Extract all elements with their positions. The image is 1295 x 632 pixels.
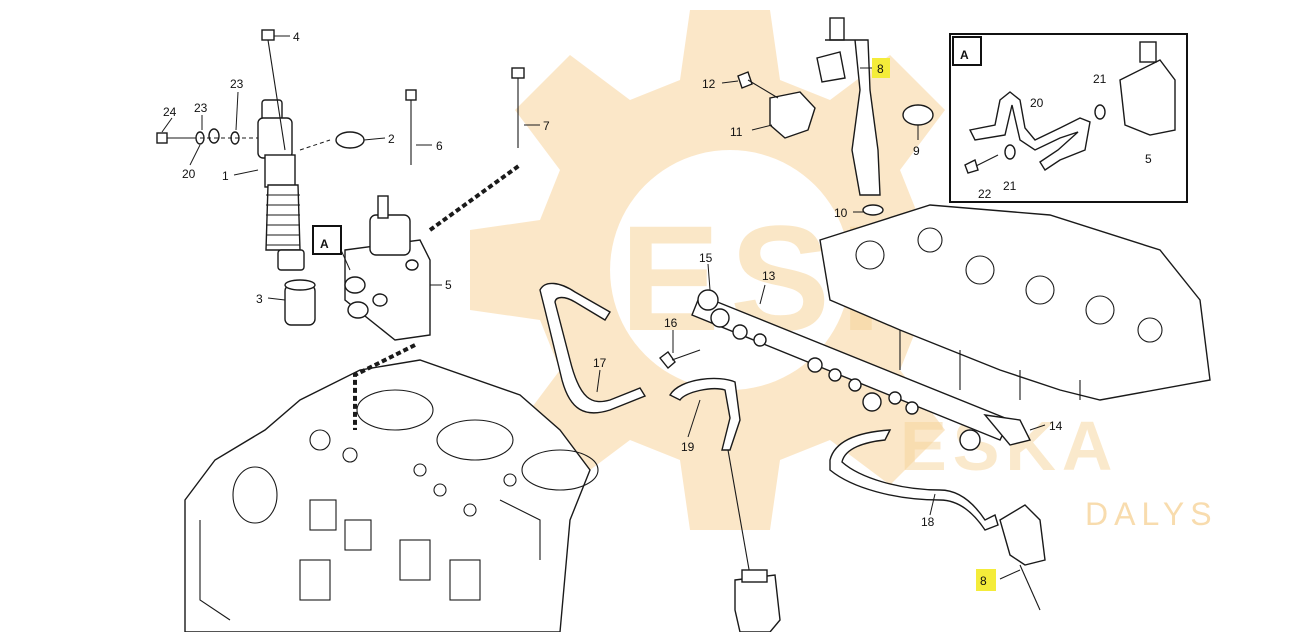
detail-callout-22[interactable]: 22 [978, 187, 992, 201]
view-marker-a: A [312, 225, 351, 271]
detail-marker: A [960, 48, 969, 62]
callout-1[interactable]: 1 [222, 169, 229, 183]
callout-10[interactable]: 10 [834, 206, 848, 220]
callout-3[interactable]: 3 [256, 292, 263, 306]
leader-lines [161, 35, 1046, 580]
highlight-8-bottom [976, 569, 996, 591]
callout-4[interactable]: 4 [293, 30, 300, 44]
watermark-tagline: DALYS [1085, 496, 1218, 532]
fuel-control-block [344, 67, 525, 430]
callout-17[interactable]: 17 [593, 356, 607, 370]
callout-23-left[interactable]: 23 [194, 101, 208, 115]
injector-bottom [999, 504, 1046, 611]
callout-23-right[interactable]: 23 [230, 77, 244, 91]
detail-callout-21-top[interactable]: 21 [1093, 72, 1107, 86]
bottom-pump-fitting [734, 569, 781, 632]
callout-7[interactable]: 7 [543, 119, 550, 133]
callout-5[interactable]: 5 [445, 278, 452, 292]
pipe-19 [669, 377, 741, 451]
engine-block [184, 359, 599, 632]
callout-labels: 1 2 3 4 5 6 7 8 9 10 11 12 13 14 15 16 1… [163, 30, 1152, 588]
callout-6[interactable]: 6 [436, 139, 443, 153]
callout-18[interactable]: 18 [921, 515, 935, 529]
common-rail [659, 289, 1032, 451]
callout-14[interactable]: 14 [1049, 419, 1063, 433]
cylinder-head [819, 204, 1211, 401]
view-marker-a-label: A [320, 237, 329, 251]
callout-8-top[interactable]: 8 [877, 62, 884, 76]
injector-top [737, 17, 934, 216]
callout-19[interactable]: 19 [681, 440, 695, 454]
detail-view-A: A [949, 33, 1188, 203]
pipe-18 [829, 429, 999, 531]
callout-12[interactable]: 12 [702, 77, 716, 91]
callout-16[interactable]: 16 [664, 316, 678, 330]
detail-callout-21-bottom[interactable]: 21 [1003, 179, 1017, 193]
callout-13[interactable]: 13 [762, 269, 776, 283]
detail-callout-20[interactable]: 20 [1030, 96, 1044, 110]
callout-11[interactable]: 11 [730, 125, 743, 139]
callout-9[interactable]: 9 [913, 144, 920, 158]
callout-2[interactable]: 2 [388, 132, 395, 146]
callout-15[interactable]: 15 [699, 251, 713, 265]
return-pipe-17 [539, 282, 647, 414]
highlight-8-top [872, 58, 890, 78]
callout-24[interactable]: 24 [163, 105, 177, 119]
callout-8-bottom[interactable]: 8 [980, 574, 987, 588]
detail-callout-5[interactable]: 5 [1145, 152, 1152, 166]
callout-20[interactable]: 20 [182, 167, 196, 181]
